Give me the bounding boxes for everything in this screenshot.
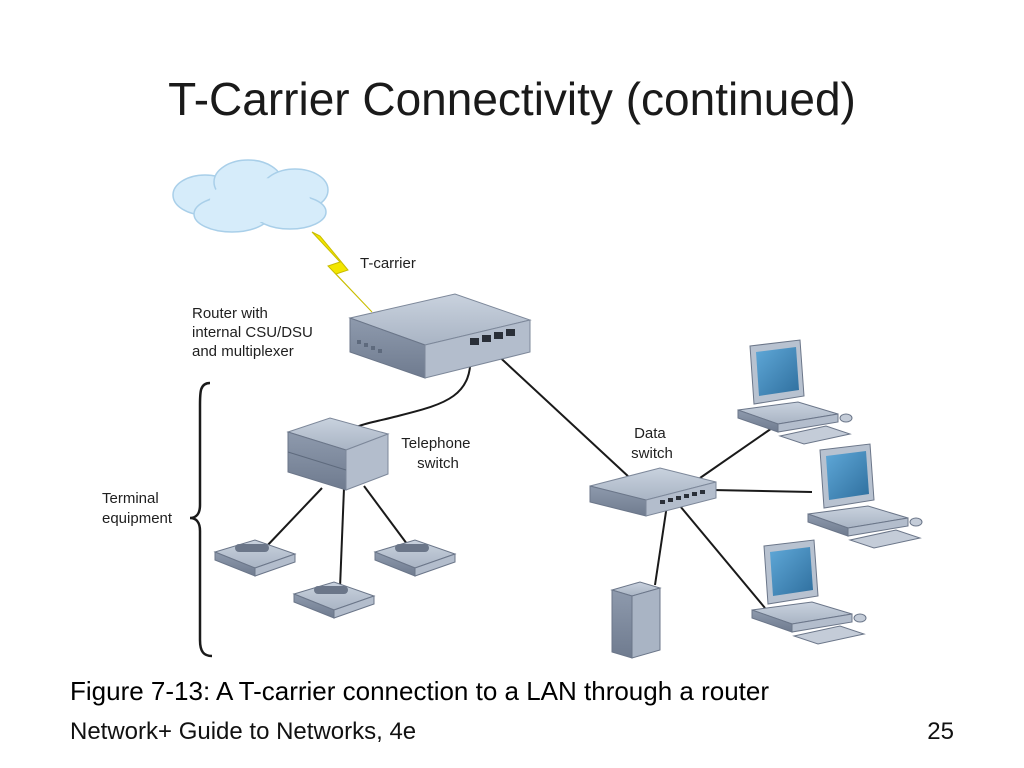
footer-course-title: Network+ Guide to Networks, 4e [70,718,417,745]
cable-data-switch-pc3 [674,499,766,609]
label-telephone-switch: Telephone switch [401,435,474,472]
label-data-switch: Data switch [631,425,673,462]
figure-caption: Figure 7-13: A T-carrier connection to a… [70,676,770,706]
lightning-icon [311,231,373,313]
page-number: 25 [927,718,954,745]
label-terminal-equipment: Terminal equipment [102,490,173,527]
data-switch-icon [589,467,717,517]
cable-data-switch-pc1 [699,425,776,479]
telephone-icon [373,539,457,577]
cable-data-switch-pc2 [711,489,813,493]
label-router: Router with internal CSU/DSU and multipl… [192,305,317,360]
computer-icon [807,443,923,549]
cable-data-switch-server [654,504,668,586]
server-icon [610,581,662,659]
cable-router-data-switch [491,349,631,479]
telephone-switch-icon [286,417,390,491]
telephone-icon [292,581,376,619]
router-icon [348,293,532,379]
slide-title: T-Carrier Connectivity (continued) [168,73,856,125]
cloud-icon [172,159,329,233]
cables [264,349,813,609]
cable-telephone-switch-phone2 [339,487,345,589]
telephone-icon [213,539,297,577]
cable-telephone-switch-phone3 [363,485,411,549]
computer-icon [737,339,853,445]
label-t-carrier: T-carrier [360,255,416,272]
brace-icon [189,381,213,658]
cable-telephone-switch-phone1 [264,487,323,549]
computer-icon [751,539,867,645]
